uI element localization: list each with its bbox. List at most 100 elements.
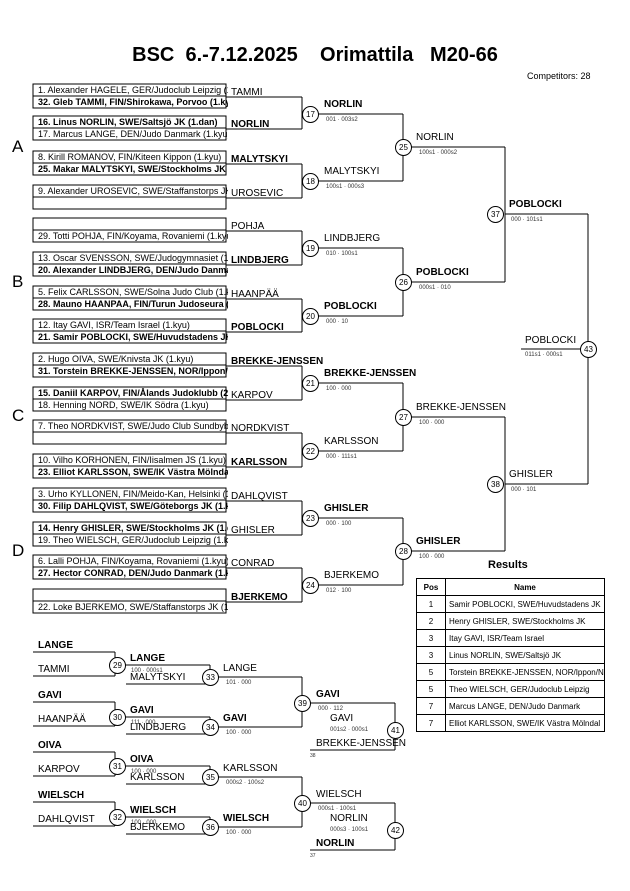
repechage2-winner: LANGE <box>223 663 257 674</box>
match-number: 42 <box>387 822 404 839</box>
repechage2-winner: KARLSSON <box>223 763 278 774</box>
round2-score: 100 · 000 <box>326 386 352 392</box>
round1-winner: POBLOCKI <box>231 322 284 333</box>
seed-box <box>32 499 227 513</box>
repechage-top: WIELSCH <box>38 790 85 801</box>
repechage-score: 111 · 000 <box>131 720 156 726</box>
round1-winner: UROSEVIC <box>231 188 284 199</box>
match-number: 23 <box>302 510 319 527</box>
competitor-entry: 15. Daniil KARPOV, FIN/Ålands Judoklubb … <box>38 388 228 398</box>
competitor-entry: 12. Itay GAVI, ISR/Team Israel (1.kyu) <box>38 320 190 330</box>
competitors-count: Competitors: 28 <box>527 71 591 81</box>
results-pos: 3 <box>416 646 446 664</box>
competitor-entry: 30. Filip DAHLQVIST, SWE/Göteborgs JK (1… <box>38 501 228 511</box>
seed-box <box>32 217 227 231</box>
match-number: 22 <box>302 443 319 460</box>
competitor-entry: 22. Loke BJERKEMO, SWE/Staffanstorps JK … <box>38 602 228 612</box>
competitor-entry: 6. Lalli POHJA, FIN/Koyama, Rovaniemi (1… <box>38 556 228 566</box>
competitor-entry: 20. Alexander LINDBJERG, DEN/Judo Danmar… <box>38 265 228 275</box>
competitor-entry: 2. Hugo OIVA, SWE/Knivsta JK (1.kyu) <box>38 354 194 364</box>
seed-box <box>32 465 227 479</box>
round2-score: 000 · 10 <box>326 319 349 325</box>
seed-box <box>32 162 227 176</box>
round1-winner: LINDBJERG <box>231 255 289 266</box>
round1-winner: TAMMI <box>231 87 263 98</box>
round3-score: 100 · 000 <box>419 554 445 560</box>
round1-winner: GHISLER <box>231 525 275 536</box>
seed-box <box>32 588 227 602</box>
repechage-winner: WIELSCH <box>130 805 177 816</box>
repechage-score: 100 · 000 <box>131 820 157 826</box>
round3-winner: BREKKE-JENSSEN <box>416 402 507 413</box>
seed-box <box>32 398 227 412</box>
round2-winner: MALYTSKYI <box>324 166 380 177</box>
repechage2-score: 100 · 000 <box>226 730 252 736</box>
seed-box <box>32 364 227 378</box>
match-number: 39 <box>294 695 311 712</box>
final-winner: POBLOCKI <box>525 335 577 346</box>
round1-winner: DAHLQVIST <box>231 491 288 502</box>
results-header-row: Pos Name <box>416 578 605 596</box>
match-number: 21 <box>302 375 319 392</box>
competitor-entry: 29. Totti POHJA, FIN/Koyama, Rovaniemi (… <box>38 231 228 241</box>
round1-winner: BJERKEMO <box>231 592 288 603</box>
competitor-entry: 25. Makar MALYTSKYI, SWE/Stockholms JK (… <box>38 164 228 174</box>
seed-box <box>32 297 227 311</box>
repechage-next: LINDBJERG <box>130 722 187 733</box>
match-number: 40 <box>294 795 311 812</box>
repechage2-score: 100 · 000 <box>226 830 252 836</box>
final-score: 011s1 · 000s1 <box>525 352 563 358</box>
match-number: 37 <box>487 206 504 223</box>
match-number: 34 <box>202 719 219 736</box>
competitor-entry: 21. Samir POBLOCKI, SWE/Huvudstadens JK … <box>38 332 228 342</box>
competitor-entry: 7. Theo NORDKVIST, SWE/Judo Club Sundbyb… <box>38 421 228 431</box>
results-pos: 2 <box>416 612 446 630</box>
repechage-bottom: DAHLQVIST <box>38 814 95 825</box>
round4-winner: POBLOCKI <box>509 199 562 210</box>
competitor-entry: 13. Oscar SVENSSON, SWE/Judogymnasiet (1… <box>38 253 228 263</box>
competitor-entry: 31. Torstein BREKKE-JENSSEN, NOR/Ippon/N… <box>38 366 228 376</box>
seed-box <box>32 600 227 614</box>
match-number: 31 <box>109 758 126 775</box>
match-number: 27 <box>395 409 412 426</box>
seed-box <box>32 127 227 141</box>
seed-box <box>32 533 227 547</box>
round2-winner: NORLIN <box>324 99 363 110</box>
round3-winner: GHISLER <box>416 536 461 547</box>
competitor-entry: 23. Elliot KARLSSON, SWE/IK Västra Mölnd… <box>38 467 228 477</box>
repechage2-score: 000s2 · 100s2 <box>226 780 265 786</box>
results-pos: 5 <box>416 663 446 681</box>
round2-score: 010 · 100s1 <box>326 251 358 257</box>
results-pos: 3 <box>416 629 446 647</box>
match-number: 32 <box>109 809 126 826</box>
round1-winner: NORDKVIST <box>231 423 290 434</box>
round1-winner: MALYTSKYI <box>231 154 288 165</box>
repechage-next: MALYTSKYI <box>130 672 186 683</box>
match-number: 33 <box>202 669 219 686</box>
match-number: 35 <box>202 769 219 786</box>
round2-score: 000 · 111s1 <box>326 454 357 460</box>
repechage2-winner: WIELSCH <box>223 813 270 824</box>
seed-box <box>32 196 227 210</box>
match-number: 28 <box>395 543 412 560</box>
pool-letter: B <box>12 272 24 291</box>
repechage-bottom: TAMMI <box>38 664 70 675</box>
match-number: 43 <box>580 341 597 358</box>
competitor-entry: 5. Felix CARLSSON, SWE/Solna Judo Club (… <box>38 287 228 297</box>
repechage3-winner: GAVI <box>316 689 340 700</box>
seed-box <box>32 95 227 109</box>
round1-winner: POHJA <box>231 221 265 232</box>
repechage-top: LANGE <box>38 640 73 651</box>
pool-letter: A <box>12 137 24 156</box>
round4-score: 000 · 101s1 <box>511 217 543 223</box>
pool-letter: C <box>12 406 25 425</box>
repechage-bottom: HAANPÄÄ <box>38 714 86 725</box>
results-name: Samir POBLOCKI, SWE/Huvudstadens JK <box>445 595 605 613</box>
round3-score: 000s1 · 010 <box>419 285 451 291</box>
round4-winner: GHISLER <box>509 469 553 480</box>
